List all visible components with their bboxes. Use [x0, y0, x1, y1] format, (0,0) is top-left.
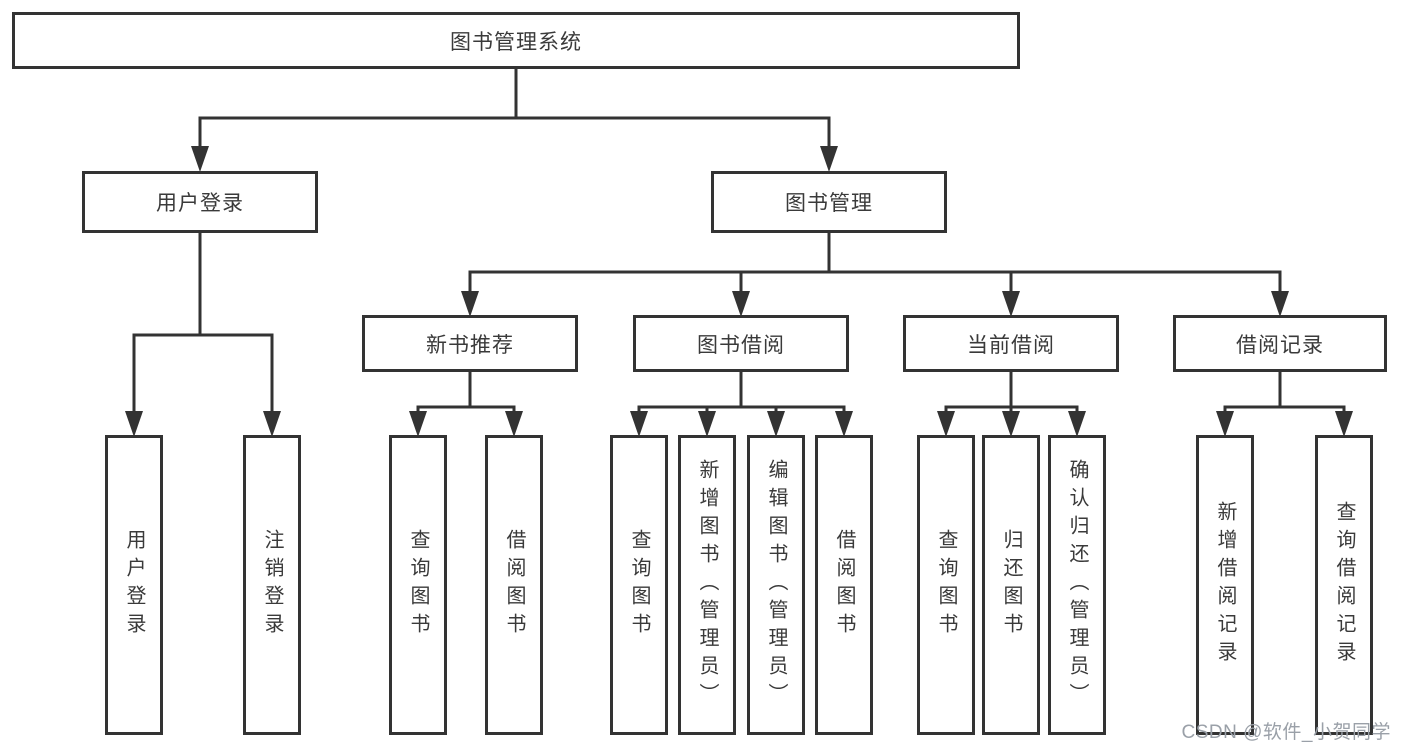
node-label: 借阅图书: [503, 529, 525, 641]
node-borrow-records: 借阅记录: [1173, 315, 1387, 372]
node-label: 查询借阅记录: [1333, 501, 1355, 669]
leaf-return-books: 归还图书: [982, 435, 1040, 735]
node-library-management-system: 图书管理系统: [12, 12, 1020, 69]
node-label: 图书管理系统: [450, 30, 582, 54]
node-label: 查询图书: [628, 529, 650, 641]
csdn-watermark: CSDN @软件_小贺同学: [1181, 722, 1391, 743]
node-label: 确认归还（管理员）: [1066, 459, 1088, 711]
node-label: 图书借阅: [697, 333, 785, 357]
node-label: 新增图书（管理员）: [696, 459, 718, 711]
node-label: 归还图书: [1000, 529, 1022, 641]
node-label: 借阅图书: [833, 529, 855, 641]
node-label: 用户登录: [123, 529, 145, 641]
leaf-query-books-1: 查询图书: [389, 435, 447, 735]
node-new-book-recommend: 新书推荐: [362, 315, 578, 372]
node-current-borrowing: 当前借阅: [903, 315, 1119, 372]
node-label: 查询图书: [407, 529, 429, 641]
node-label: 新书推荐: [426, 333, 514, 357]
leaf-logout: 注销登录: [243, 435, 301, 735]
leaf-query-borrow-record: 查询借阅记录: [1315, 435, 1373, 735]
node-label: 借阅记录: [1236, 333, 1324, 357]
leaf-query-books-2: 查询图书: [610, 435, 668, 735]
node-label: 用户登录: [156, 192, 244, 215]
leaf-query-books-3: 查询图书: [917, 435, 975, 735]
leaf-edit-books-admin: 编辑图书（管理员）: [747, 435, 805, 735]
arrowheads: [125, 146, 1353, 437]
leaf-borrow-books-1: 借阅图书: [485, 435, 543, 735]
leaf-borrow-books-2: 借阅图书: [815, 435, 873, 735]
node-book-borrowing: 图书借阅: [633, 315, 849, 372]
node-label: 新增借阅记录: [1214, 501, 1236, 669]
node-label: 当前借阅: [967, 333, 1055, 357]
node-user-login: 用户登录: [82, 171, 318, 233]
node-book-management: 图书管理: [711, 171, 947, 233]
leaf-user-login: 用户登录: [105, 435, 163, 735]
node-label: 查询图书: [935, 529, 957, 641]
node-label: 编辑图书（管理员）: [765, 459, 787, 711]
leaf-add-borrow-record: 新增借阅记录: [1196, 435, 1254, 735]
node-label: 注销登录: [261, 529, 283, 641]
node-label: 图书管理: [785, 192, 873, 215]
leaf-confirm-return-admin: 确认归还（管理员）: [1048, 435, 1106, 735]
leaf-add-books-admin: 新增图书（管理员）: [678, 435, 736, 735]
